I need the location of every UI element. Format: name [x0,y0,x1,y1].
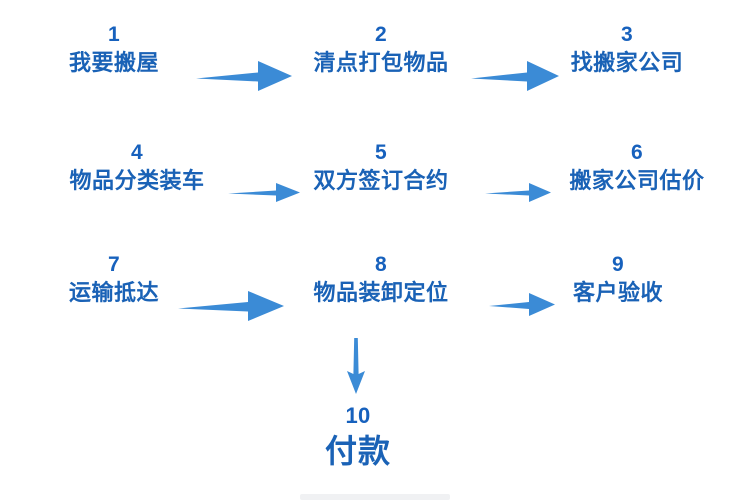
step-number-9: 9 [612,253,624,276]
step-label-9: 客户验收 [572,280,664,305]
step-label-10: 付款 [324,433,392,469]
step-number-10: 10 [345,403,371,428]
arrow-right-icon-1-to-2 [196,58,292,92]
step-number-4: 4 [131,141,143,164]
arrow-down-icon-8-to-10 [343,338,369,394]
step-label-2: 清点打包物品 [313,50,449,75]
step-number-7: 7 [108,253,120,276]
step-label-1: 我要搬屋 [68,50,160,75]
arrow-right-icon-7-to-8 [178,288,284,322]
step-label-7: 运输抵达 [68,280,160,305]
step-node-9[interactable]: 9 客户验收 [573,252,663,308]
step-node-7[interactable]: 7 运输抵达 [69,252,159,308]
step-node-1[interactable]: 1 我要搬屋 [69,22,159,78]
step-label-4: 物品分类装车 [69,168,205,193]
step-label-3: 找搬家公司 [570,50,684,75]
step-node-3[interactable]: 3 找搬家公司 [571,22,684,78]
arrow-right-icon-8-to-9 [489,290,555,318]
bottom-edge-artifact [300,494,450,500]
step-number-2: 2 [375,23,387,46]
step-node-5[interactable]: 5 双方签订合约 [313,140,448,196]
step-node-2[interactable]: 2 清点打包物品 [313,22,448,78]
step-node-8[interactable]: 8 物品装卸定位 [313,252,448,308]
step-number-1: 1 [108,23,120,46]
step-number-6: 6 [631,141,643,164]
step-node-6[interactable]: 6 搬家公司估价 [569,140,704,196]
arrow-right-icon-4-to-5 [228,180,300,204]
step-label-8: 物品装卸定位 [313,280,449,305]
step-number-5: 5 [375,141,387,164]
step-node-4[interactable]: 4 物品分类装车 [69,140,204,196]
step-label-5: 双方签订合约 [313,168,449,193]
step-number-3: 3 [621,23,633,46]
arrow-right-icon-5-to-6 [485,180,551,204]
step-label-6: 搬家公司估价 [569,168,705,193]
step-node-10[interactable]: 10 付款 [325,402,391,472]
step-number-8: 8 [375,253,387,276]
arrow-right-icon-2-to-3 [471,58,559,92]
